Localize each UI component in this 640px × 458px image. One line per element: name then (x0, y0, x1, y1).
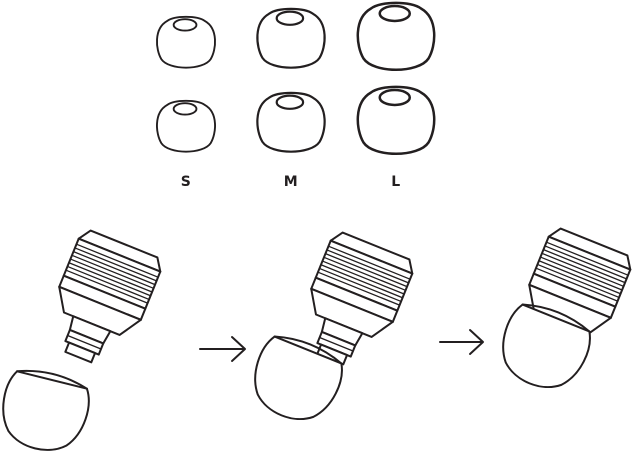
size-l-tips (358, 3, 434, 154)
size-m-tips (257, 9, 324, 152)
earbud-body-icon (51, 228, 165, 341)
size-s-tips (157, 17, 215, 152)
dome-tip-icon (0, 364, 94, 458)
ear-tip-s-bottom-icon (157, 101, 215, 152)
size-label-s: S (166, 174, 206, 190)
ear-tip-l-bottom-icon (358, 87, 434, 154)
arrow-2-icon (440, 330, 483, 354)
arrow-1-icon (200, 337, 245, 361)
size-label-m: M (271, 174, 311, 190)
step-1-dome-tip (0, 364, 94, 458)
size-label-l: L (376, 174, 416, 190)
ear-tip-l-top-icon (358, 3, 434, 70)
step-1-tip-detached (38, 228, 165, 374)
ear-tip-s-top-icon (157, 17, 215, 68)
ear-tip-m-top-icon (257, 9, 324, 68)
ear-tip-m-bottom-icon (257, 93, 324, 152)
earbud-body-icon (303, 230, 417, 343)
